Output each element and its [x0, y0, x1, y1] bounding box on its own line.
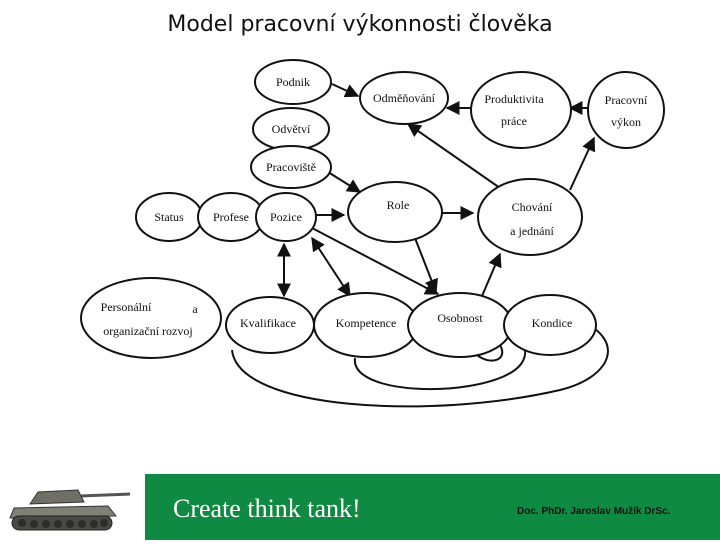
label-personalni-1: Personální [101, 300, 152, 314]
tank-image [0, 474, 145, 540]
label-podnik: Podnik [276, 75, 310, 89]
footer-band: Create think tank! Doc. PhDr. Jaroslav M… [145, 474, 720, 540]
label-pozice: Pozice [270, 210, 302, 224]
label-personalni-2: organizační rozvoj [103, 324, 192, 338]
node-osobnost [407, 292, 513, 358]
arrow-pozice-kompetence [311, 236, 351, 298]
label-profese: Profese [213, 210, 249, 224]
performance-model-diagram: Podnik Odvětví Pracoviště Status Profese… [80, 59, 665, 408]
node-pracovni-vykon [587, 71, 665, 149]
node-kondice [503, 294, 597, 356]
page-title: Model pracovní výkonnosti člověka [167, 12, 553, 37]
label-status: Status [154, 210, 184, 224]
label-kompetence: Kompetence [336, 316, 397, 330]
node-role [347, 181, 443, 243]
label-odvetvi: Odvětví [272, 122, 311, 136]
label-personalni-a: a [192, 302, 198, 316]
footer-author: Doc. PhDr. Jaroslav Mužík DrSc. [517, 506, 671, 517]
node-pozice [255, 192, 317, 242]
label-produktivita-2: práce [501, 114, 527, 128]
arrow-pracoviste-role [327, 171, 362, 193]
label-kondice: Kondice [532, 316, 573, 330]
arrow-chovani-odmenovani [406, 123, 501, 189]
arrow-chovani-vykon [569, 136, 596, 191]
node-pracoviste [250, 145, 332, 189]
loop-kvalifikace-kondice [231, 317, 609, 408]
label-vykon-2: výkon [611, 115, 641, 129]
label-vykon-1: Pracovní [605, 93, 648, 107]
label-osobnost: Osobnost [437, 311, 483, 325]
label-odmenovani: Odměňování [373, 91, 436, 105]
label-kvalifikace: Kvalifikace [240, 316, 296, 330]
label-chovani-1: Chování [512, 200, 553, 214]
arrow-pozice-osobnost [311, 227, 440, 295]
arrow-osobnost-chovani [481, 252, 502, 297]
label-role: Role [387, 198, 410, 212]
arrow-podnik-odmenovani [331, 83, 360, 98]
label-pracoviste: Pracoviště [266, 160, 316, 174]
node-podnik [254, 59, 332, 105]
arrow-role-osobnost [414, 237, 438, 294]
footer: Create think tank! Doc. PhDr. Jaroslav M… [0, 474, 720, 540]
label-produktivita-1: Produktivita [484, 92, 544, 106]
node-odmenovani [359, 71, 449, 125]
footer-tagline: Create think tank! [173, 494, 361, 523]
label-chovani-2: a jednání [510, 224, 554, 238]
node-produktivita [470, 71, 572, 149]
node-personalni [80, 277, 222, 359]
node-chovani [477, 178, 583, 256]
